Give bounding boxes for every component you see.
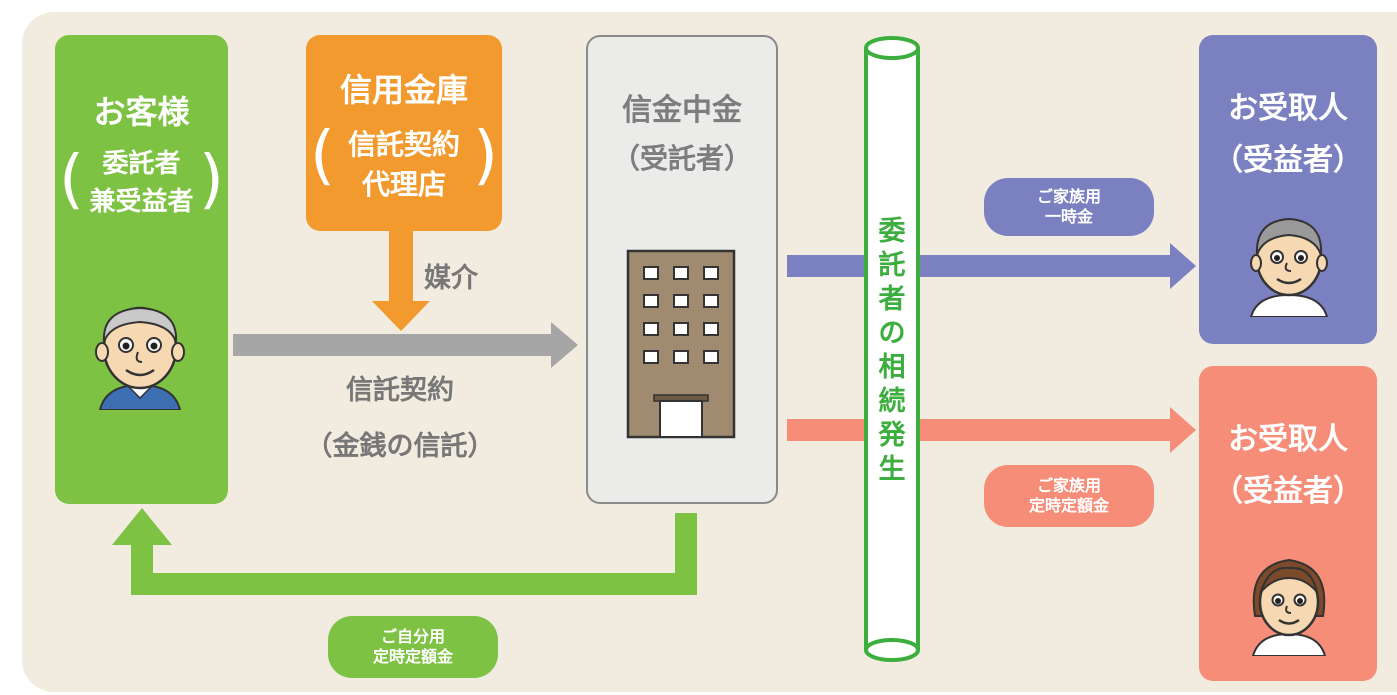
agent-role-line2: 代理店: [361, 168, 446, 201]
trustee-role: （受託者）: [611, 142, 752, 175]
agent-paren-left: (: [310, 119, 335, 193]
periodic-arrow-head: [1170, 407, 1196, 453]
trustee-name: 信金中金: [622, 93, 742, 128]
return-arrow-shaft: [131, 513, 697, 595]
pill-family-lump-sum-line2: 一時金: [1044, 207, 1093, 226]
customer-role-line2: 兼受益者: [89, 187, 194, 217]
inheritance-event-char: 託: [878, 250, 906, 281]
recipient-1-box: お受取人 （受益者）: [1199, 35, 1377, 344]
customer-paren-right: ): [199, 143, 224, 217]
inheritance-event-char: 発: [878, 420, 906, 451]
inheritance-event-char: 者: [878, 284, 906, 315]
customer-name: お客様: [93, 93, 190, 131]
mediation-label: 媒介: [424, 263, 478, 294]
lump-sum-arrow-shaft: [787, 255, 1170, 277]
recipient-1-name: お受取人: [1228, 91, 1348, 126]
inheritance-event-char: の: [878, 318, 906, 349]
contract-label-line1: 信託契約: [346, 375, 454, 406]
contract-arrow-shaft: [233, 334, 551, 356]
pill-self-periodic-line2: 定時定額金: [372, 647, 453, 666]
pill-family-periodic-line1: ご家族用: [1036, 476, 1101, 495]
lump-sum-arrow-head: [1170, 243, 1196, 289]
inheritance-event-label: 委託者の相続発生: [870, 215, 914, 487]
pill-family-periodic: ご家族用 定時定額金: [984, 465, 1154, 527]
agent-paren-right: ): [473, 119, 498, 193]
contract-arrow-head: [551, 322, 578, 368]
elderly-man-icon: [1249, 217, 1329, 317]
mediation-arrow-head: [372, 301, 430, 331]
inheritance-event-char: 委: [878, 216, 906, 247]
pill-family-periodic-line2: 定時定額金: [1028, 496, 1109, 515]
customer-paren-left: (: [59, 143, 84, 217]
agent-name: 信用金庫: [339, 71, 468, 109]
woman-icon: [1251, 558, 1327, 656]
recipient-2-name: お受取人: [1228, 422, 1348, 457]
periodic-arrow-shaft: [787, 419, 1170, 441]
trustee-box: 信金中金 （受託者）: [586, 35, 778, 504]
pill-family-lump-sum: ご家族用 一時金: [984, 178, 1154, 236]
pill-self-periodic-line1: ご自分用: [380, 627, 445, 646]
inheritance-cylinder: [864, 36, 920, 662]
customer-box: お客様 ( ) 委託者 兼受益者: [55, 35, 228, 504]
customer-role-line1: 委託者: [102, 149, 181, 179]
inheritance-event-char: 生: [878, 454, 906, 485]
recipient-1-role: （受益者）: [1213, 143, 1363, 178]
pill-family-lump-sum-line1: ご家族用: [1036, 187, 1101, 206]
inheritance-event-char: 続: [878, 386, 906, 417]
recipient-2-box: お受取人 （受益者）: [1199, 366, 1377, 681]
agent-box: 信用金庫 ( ) 信託契約 代理店: [306, 35, 502, 231]
office-building-icon: [626, 249, 736, 439]
mediation-arrow-shaft: [389, 231, 413, 301]
recipient-2-role: （受益者）: [1213, 474, 1363, 509]
inheritance-event-char: 相: [878, 352, 906, 383]
agent-role-line1: 信託契約: [347, 128, 460, 161]
return-arrow-head: [112, 508, 172, 545]
contract-label-line2: （金銭の信託）: [305, 431, 495, 462]
pill-self-periodic: ご自分用 定時定額金: [328, 616, 498, 678]
elderly-man-icon: [95, 306, 185, 410]
